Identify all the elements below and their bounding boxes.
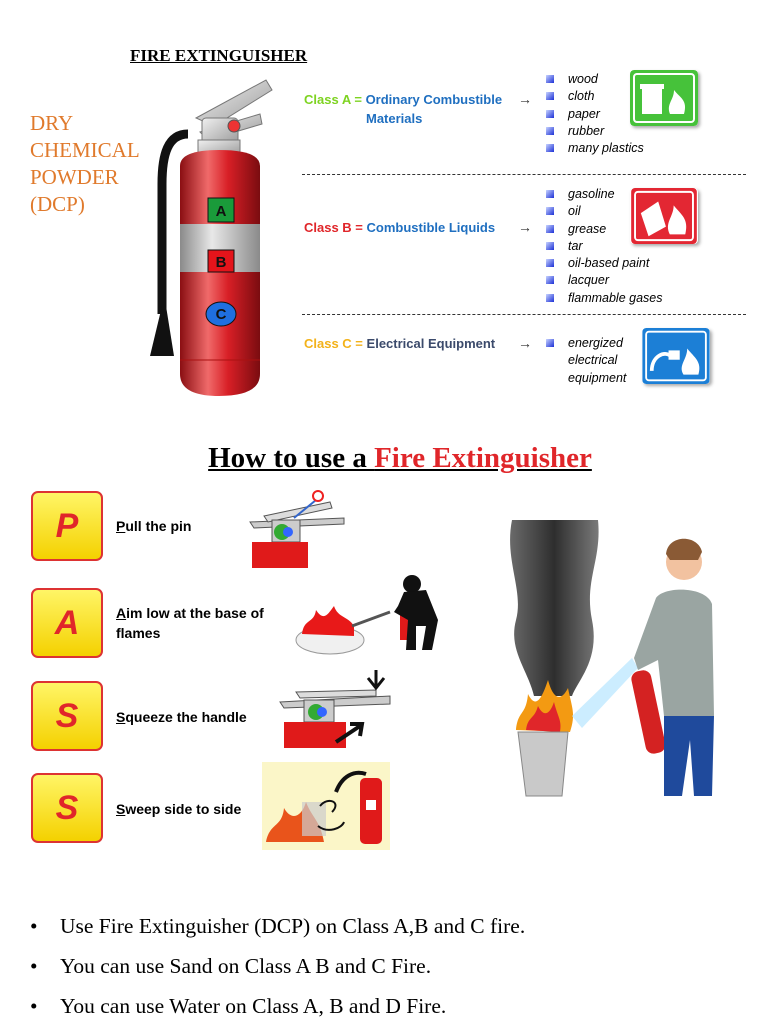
list-item: oil	[546, 203, 663, 220]
list-item: many plastics	[546, 140, 644, 157]
class-a-arrow: →	[518, 91, 532, 107]
list-item: •Use Fire Extinguisher (DCP) on Class A,…	[30, 914, 526, 938]
step-pull-text: Pull the pin	[116, 518, 192, 534]
divider	[302, 314, 746, 315]
list-item: electrical	[568, 353, 618, 368]
class-c-description: Electrical Equipment	[366, 336, 496, 351]
aim-low-illustration	[295, 575, 438, 655]
class-b-items: gasoline oil grease tar oil-based paint …	[546, 186, 663, 307]
list-item: rubber	[546, 123, 644, 140]
person-extinguishing-fire-illustration	[510, 520, 714, 797]
list-item: flammable gases	[546, 290, 663, 307]
class-b-row: Class B = Combustible Liquids	[304, 220, 495, 235]
list-item: oil-based paint	[546, 255, 663, 272]
class-a-description-line2: Materials	[366, 111, 423, 126]
divider	[302, 174, 746, 175]
class-a-row: Class A = Ordinary Combustible	[304, 92, 502, 107]
list-item: cloth	[546, 88, 644, 105]
sweep-illustration	[262, 762, 390, 850]
list-item: •You can use Water on Class A, B and D F…	[30, 994, 447, 1018]
step-squeeze-text: Squeeze the handle	[116, 709, 247, 725]
list-item: equipment	[568, 370, 627, 385]
pass-letter-a: A	[31, 588, 103, 658]
pass-letter-s-sweep: S	[31, 773, 103, 843]
extinguisher-label-b: B	[216, 254, 227, 271]
fire-extinguisher-illustration: A B C	[150, 79, 273, 396]
squeeze-handle-illustration	[279, 670, 391, 748]
dcp-label: DRY CHEMICAL POWDER (DCP)	[30, 111, 140, 216]
list-item: lacquer	[546, 272, 663, 289]
pass-letter-p: P	[31, 491, 103, 561]
class-c-label: Class C =	[304, 336, 363, 351]
plug-fire-icon	[642, 328, 710, 384]
step-aim-text: Aim low at the base of flames	[116, 605, 264, 641]
list-item: tar	[546, 238, 663, 255]
class-b-description: Combustible Liquids	[366, 220, 496, 235]
list-item: wood	[546, 71, 644, 88]
page-title: FIRE EXTINGUISHER	[130, 46, 308, 65]
pass-letter-s-squeeze: S	[31, 681, 103, 751]
class-c-row: Class C = Electrical Equipment	[304, 336, 495, 351]
list-item: grease	[546, 221, 663, 238]
class-a-label: Class A =	[304, 92, 362, 107]
list-item: gasoline	[546, 186, 663, 203]
class-a-description: Ordinary Combustible	[365, 92, 503, 107]
extinguisher-label-c: C	[216, 306, 227, 323]
how-to-title: How to use a Fire Extinguisher	[208, 442, 592, 474]
list-item: paper	[546, 106, 644, 123]
list-item: •You can use Sand on Class A B and C Fir…	[30, 954, 432, 978]
list-item: energized	[546, 335, 626, 352]
trash-fire-icon	[630, 70, 698, 126]
fuel-can-fire-icon	[631, 188, 697, 244]
class-b-label: Class B =	[304, 220, 363, 235]
pull-pin-illustration	[249, 490, 345, 568]
class-a-items: wood cloth paper rubber many plastics	[546, 71, 644, 157]
class-c-items: energized electrical equipment	[546, 335, 626, 387]
class-c-arrow: →	[518, 335, 532, 351]
usage-notes: •Use Fire Extinguisher (DCP) on Class A,…	[30, 906, 525, 1026]
class-b-arrow: →	[518, 219, 532, 235]
extinguisher-label-a: A	[216, 203, 227, 220]
step-sweep-text: Sweep side to side	[116, 801, 242, 817]
